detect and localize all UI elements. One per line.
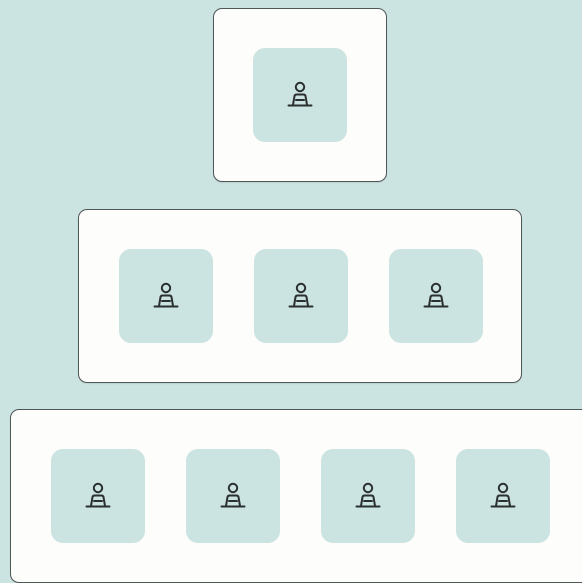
person-at-laptop-icon — [288, 282, 314, 308]
person-at-laptop-icon — [153, 282, 179, 308]
tier-level-1 — [213, 8, 387, 182]
person-at-laptop-icon — [85, 482, 111, 508]
member-tile — [456, 449, 550, 543]
member-tile — [186, 449, 280, 543]
member-tile — [253, 48, 347, 142]
person-at-laptop-icon — [490, 482, 516, 508]
member-tile — [321, 449, 415, 543]
member-tile — [51, 449, 145, 543]
tier-level-2 — [78, 209, 522, 383]
member-tile — [389, 249, 483, 343]
person-at-laptop-icon — [220, 482, 246, 508]
person-at-laptop-icon — [287, 81, 313, 107]
person-at-laptop-icon — [423, 282, 449, 308]
member-tile — [119, 249, 213, 343]
person-at-laptop-icon — [355, 482, 381, 508]
member-tile — [254, 249, 348, 343]
tier-level-3 — [10, 409, 582, 583]
